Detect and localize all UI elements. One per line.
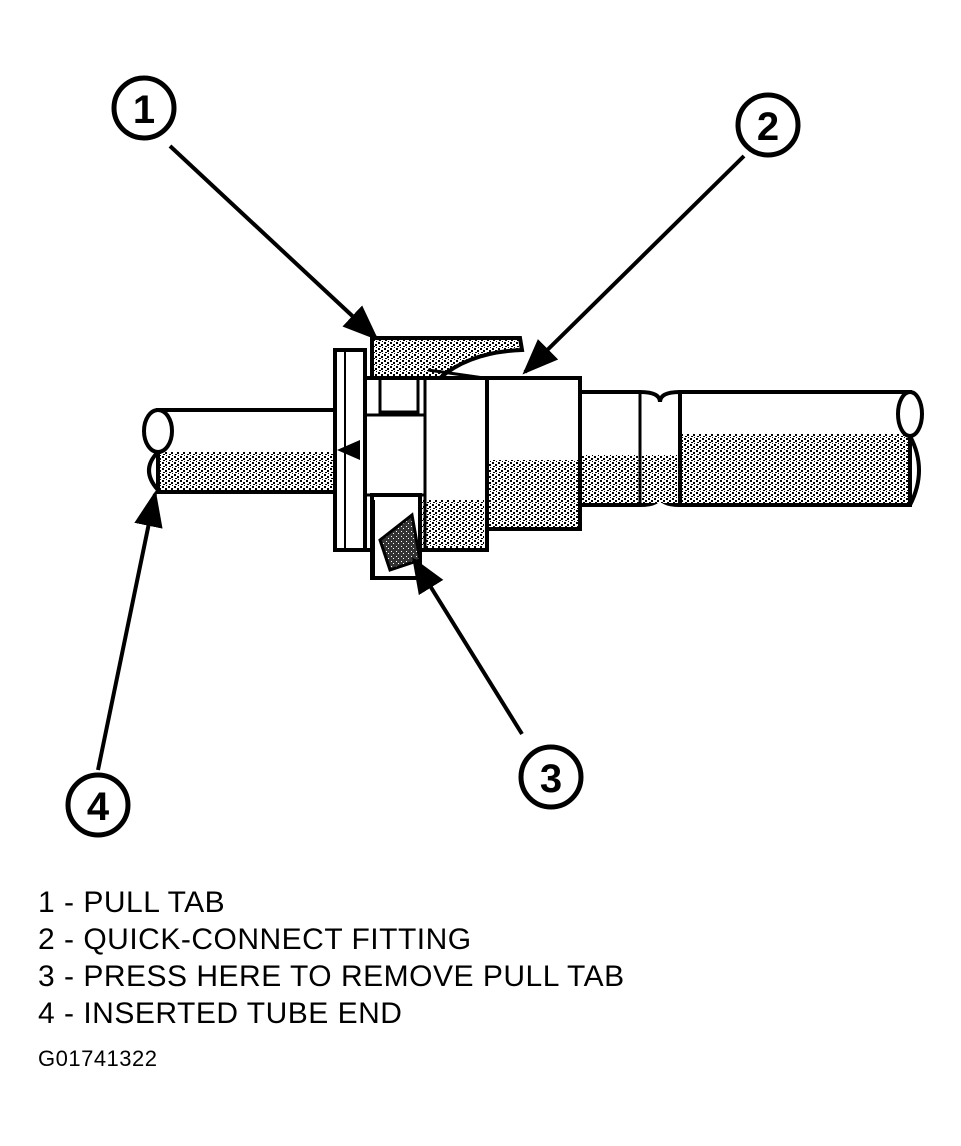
callout-2: 2 xyxy=(735,92,801,158)
callout-number: 2 xyxy=(757,105,779,149)
legend: 1 - PULL TAB 2 - QUICK-CONNECT FITTING 3… xyxy=(38,884,625,1032)
callout-number: 4 xyxy=(87,785,110,829)
legend-item-inserted-tube-end: 4 - INSERTED TUBE END xyxy=(38,997,403,1030)
legend-item-pull-tab: 1 - PULL TAB xyxy=(38,886,226,919)
callout-number: 3 xyxy=(540,757,562,801)
callout-number: 1 xyxy=(133,88,155,132)
figure-code: G01741322 xyxy=(38,1046,158,1071)
fitting-neck xyxy=(576,389,682,508)
inserted-tube xyxy=(142,408,340,494)
leader-line-3 xyxy=(412,556,524,736)
callout-4: 4 xyxy=(65,772,131,838)
quick-connect-fitting-diagram: 1 2 3 4 xyxy=(65,75,924,838)
outlet-tube xyxy=(678,390,924,507)
fitting-body xyxy=(482,376,582,531)
fitting-collar xyxy=(333,348,367,552)
callout-1: 1 xyxy=(111,75,177,141)
press-area xyxy=(370,493,422,580)
leader-line-2 xyxy=(522,154,746,375)
legend-item-quick-connect-fitting: 2 - QUICK-CONNECT FITTING xyxy=(38,923,472,956)
leader-line-4 xyxy=(96,490,163,771)
leader-line-1 xyxy=(168,144,379,341)
legend-item-press-here: 3 - PRESS HERE TO REMOVE PULL TAB xyxy=(38,960,625,993)
pull-tab xyxy=(370,336,525,414)
callout-3: 3 xyxy=(518,744,584,810)
